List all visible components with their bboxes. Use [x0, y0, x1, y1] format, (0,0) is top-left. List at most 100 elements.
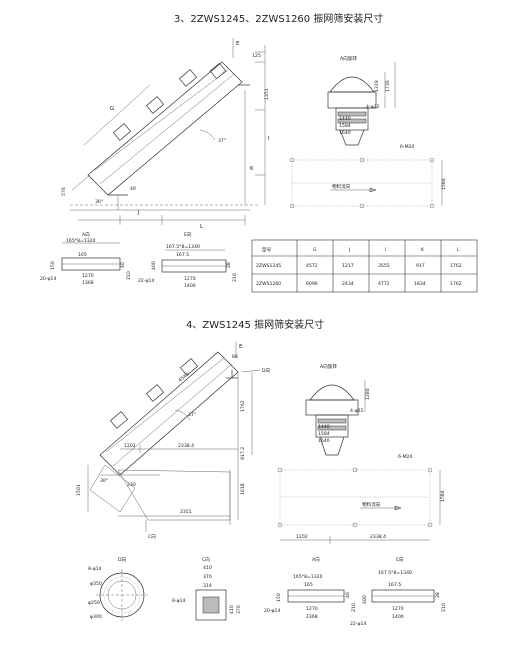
s4-label-rotate: A向旋转 [320, 363, 337, 370]
s4-e-view: E向 167.5*8=1340 167.5 1270 1400 22-φ14 4… [350, 556, 447, 627]
s4-e-title: E向 [396, 556, 404, 563]
s3-dim-1351: 1351 [264, 88, 270, 100]
s4-c-holes: 8-φ14 [172, 598, 186, 604]
s3-e-1400: 1400 [184, 283, 196, 289]
s4-a-150: 150 [276, 593, 282, 602]
s3-dim-1584: 1584 [339, 123, 351, 129]
s3-dim-m20: 6-M20 [400, 144, 414, 150]
table-header-k: K [421, 247, 425, 253]
s3-spec-table: 型号 G J I K L 2ZWS1245 4572 1217 3555 917… [251, 239, 478, 293]
s3-side-view: E 125 1351 I G 37° 30° 576 40 J K L [61, 38, 270, 230]
s3-a-1368: 1368 [82, 280, 94, 286]
table-header-i: I [385, 247, 386, 253]
s4-a-1270: 1270 [306, 606, 318, 612]
s4-c-h410: 410 [229, 605, 235, 614]
s4-dim-230: 230 [127, 482, 136, 488]
s3-a-title: A向 [82, 231, 90, 238]
s4-dim-holes: 4-φ22 [350, 408, 364, 414]
s3-e-210: 210 [232, 273, 238, 282]
s4-dim-68: 68 [232, 354, 238, 360]
s4-e-1270: 1270 [392, 606, 404, 612]
s4-a-1368: 1368 [306, 614, 318, 620]
s4-label-d: D向 [262, 367, 271, 374]
s4-dim-1584: 1584 [318, 431, 330, 437]
s4-dim-m20: 6-M20 [398, 454, 412, 460]
s4-a-holes: 20-φ14 [264, 608, 280, 614]
section3-title: 3、2ZWS1245、2ZWS1260 振网筛安装尺寸 [174, 12, 383, 25]
s3-e-1270: 1270 [184, 276, 196, 282]
s4-dim-1640: 1640 [318, 438, 330, 444]
s3-a-view: A向 165*8=1320 165 1270 1368 20-φ14 150 4… [40, 231, 132, 286]
s4-a-title: A向 [312, 556, 320, 563]
s3-dim-plan-1584: 1584 [441, 178, 447, 190]
table-header-j: J [348, 247, 350, 253]
s3-dim-1640: 1640 [339, 130, 351, 136]
s3-dim-l: L [200, 224, 204, 230]
s3-screen-body [87, 61, 243, 196]
table-cell: 2ZWS1260 [256, 281, 281, 287]
s3-dim-125: 125 [252, 53, 261, 59]
s4-side-view: E 68 4546 37° 1762 917.2 1202 2338.4 D向 … [76, 342, 271, 540]
s3-dim-1440: 1440 [339, 116, 351, 122]
table-header-model: 型号 [262, 246, 272, 253]
s3-a-150: 150 [50, 261, 56, 270]
section4-title: 4、ZWS1245 振网筛安装尺寸 [186, 318, 324, 331]
s3-e-1675: 167.5 [176, 252, 189, 258]
s3-a-pitch: 165*8=1320 [66, 238, 96, 244]
table-cell: 3555 [378, 263, 390, 269]
s4-e-1675: 167.5 [388, 582, 401, 588]
s4-e-pitch: 167.5*8=1340 [378, 570, 412, 576]
s4-c-view: C向 410 370 314 8-φ14 410 370 [172, 556, 242, 621]
table-cell: 917 [416, 263, 425, 269]
s3-a-165: 165 [78, 252, 87, 258]
table-cell: 2ZWS1245 [256, 263, 281, 269]
s3-dim-40: 40 [130, 186, 136, 192]
s3-dim-576: 576 [61, 187, 67, 196]
s4-dim-1762: 1762 [240, 400, 246, 412]
table-cell: 4772 [378, 281, 390, 287]
s4-a-pitch: 165*8=1320 [293, 574, 323, 580]
s4-dim-2351: 2351 [180, 509, 192, 515]
s3-dim-i: I [268, 136, 270, 142]
s4-c-410: 410 [203, 565, 212, 571]
s4-e-28: 28 [435, 592, 441, 598]
table-header-l: L [457, 247, 460, 253]
s3-e-holes: 22-φ14 [138, 278, 154, 284]
table-cell: 2434 [342, 281, 354, 287]
s4-d-300: φ300 [90, 614, 102, 620]
s4-flow-label: 物料流向 [362, 501, 381, 508]
s4-dim-plan-1584: 1584 [440, 490, 446, 502]
s3-dim-k: K [250, 166, 254, 172]
s3-e-400: 400 [151, 261, 157, 270]
s4-screen-body [99, 351, 239, 476]
s3-angle-37: 37° [218, 138, 226, 144]
s4-dim-23384: 2338.4 [178, 443, 194, 449]
s4-label-c: C向 [148, 533, 156, 540]
s4-d-350: φ350 [90, 581, 102, 587]
s4-c-314: 314 [203, 583, 212, 589]
table-cell: 1217 [342, 263, 354, 269]
s4-c-370: 370 [203, 574, 212, 580]
s4-angle-30: 30° [100, 478, 108, 484]
s4-d-bolts: 8-φ14 [88, 566, 102, 572]
s3-dim-1319: 1319 [374, 80, 380, 92]
s4-c-h370: 370 [236, 605, 242, 614]
s4-d-title: D向 [118, 556, 127, 563]
s4-d-view: D向 8-φ14 φ350 φ250 φ300 [88, 556, 148, 621]
s3-front-view: A向旋转 1319 1730 4-φ22 1440 1584 1640 [327, 55, 396, 146]
s3-label-rotate: A向旋转 [340, 55, 357, 62]
s4-a-40: 40 [345, 592, 351, 598]
s4-dim-plan-23384: 2338.4 [370, 534, 386, 540]
s4-c-title: C向 [202, 556, 210, 563]
s4-front-view: A向旋转 1280 4-φ22 1440 1584 1640 [305, 363, 371, 456]
s3-a-40: 40 [120, 262, 126, 268]
s4-dim-9172: 917.2 [240, 447, 246, 460]
s3-e-view: E向 167.5*8=1340 167.5 1270 1400 22-φ14 4… [138, 231, 238, 289]
s4-dim-1618: 1618 [240, 483, 246, 495]
s3-vibrators [112, 62, 227, 141]
s3-e-pitch: 167.5*8=1340 [166, 244, 200, 250]
s3-dim-j: J [137, 210, 140, 216]
s4-dim-1280: 1280 [365, 388, 371, 400]
table-header-g: G [313, 247, 317, 253]
